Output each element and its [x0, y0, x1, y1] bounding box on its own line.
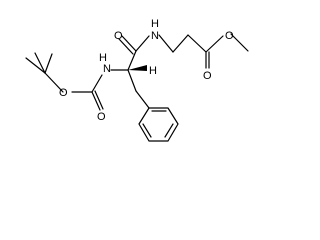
bond-tbu-methyl-2 — [34, 52, 46, 74]
atom-label-carbamate-ether-oxygen: O — [59, 87, 68, 99]
structure-canvas: O O N H H O N H O O — [25, 18, 249, 142]
atom-label-amide-oxygen: O — [114, 30, 123, 42]
bond-carbamate-carbonyl-2 — [94, 90, 104, 110]
atom-label-stereo-hydrogen: H — [149, 65, 157, 77]
bond-nh-to-chain-carbon-1 — [158, 34, 174, 53]
chemical-structure-diagram: O O N H H O N H O O — [25, 18, 249, 142]
bond-amide-carbonyl-1 — [121, 35, 137, 52]
phenyl-ring — [138, 107, 179, 142]
stereo-wedge-bond — [128, 65, 147, 71]
atom-label-carbamate-carbonyl-oxygen: O — [97, 111, 106, 123]
bond-methoxy-oxygen-to-methyl — [230, 33, 249, 52]
phenyl-double-bond-2 — [164, 123, 174, 138]
atom-label-amide-nitrogen: N — [151, 30, 159, 42]
bond-stereocenter-to-benzyl-ch2 — [127, 69, 137, 92]
bond-amide-carbonyl-2 — [118, 38, 134, 55]
bond-tbu-methyl-3 — [44, 53, 53, 74]
bond-carbonyl-to-nh — [135, 35, 150, 52]
bond-chain-carbon-1-to-2 — [172, 34, 189, 53]
bond-tbu-to-oxygen — [44, 72, 64, 93]
bond-chain-carbon-2-to-ester-carbon — [187, 34, 207, 53]
bond-carbamate-carbon-to-nh — [91, 74, 103, 93]
atom-label-carbamate-hydrogen: H — [99, 52, 107, 64]
atom-label-ester-carbonyl-oxygen: O — [203, 70, 212, 82]
phenyl-double-bond-3 — [142, 123, 152, 138]
bond-tbu-methyl-1 — [25, 57, 46, 74]
bond-ester-carbon-to-methoxy-oxygen — [205, 35, 224, 53]
bond-stereocenter-to-carbonyl — [127, 50, 137, 71]
atom-label-ester-methoxy-oxygen: O — [225, 30, 234, 42]
bond-benzyl-ch2-to-ring — [135, 90, 150, 109]
atom-label-amide-hydrogen: H — [151, 18, 159, 30]
atom-label-carbamate-nitrogen: N — [103, 63, 111, 75]
bond-carbamate-carbonyl-1 — [91, 91, 101, 111]
